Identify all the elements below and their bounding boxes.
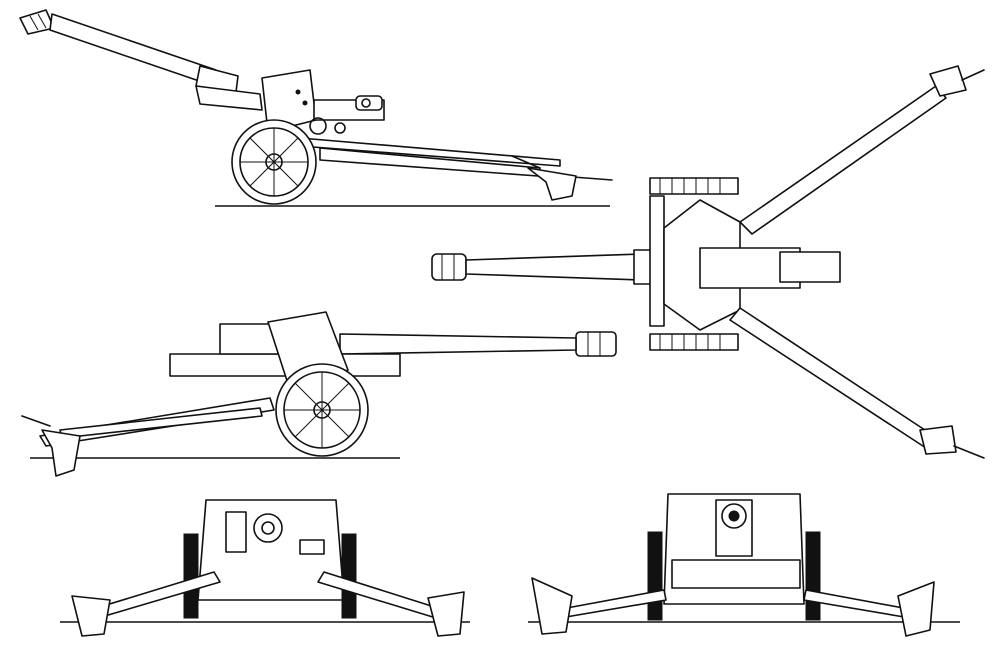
breech-block xyxy=(253,513,283,543)
wheel-left xyxy=(183,533,199,619)
trail-spade-upper xyxy=(929,65,967,97)
shield-rivet xyxy=(295,89,301,95)
axle xyxy=(649,195,665,327)
barrel xyxy=(49,13,217,85)
traverse-handwheel xyxy=(334,122,346,134)
cradle-rear xyxy=(779,251,841,283)
muzzle-brake xyxy=(575,331,617,357)
barrel xyxy=(339,333,577,355)
side-view-left xyxy=(19,9,613,207)
sight xyxy=(355,95,383,111)
trail-spade-right xyxy=(427,591,465,637)
handwheel-housing xyxy=(299,539,325,555)
trail-leg-lower xyxy=(729,307,935,449)
shield-rivet xyxy=(302,100,308,106)
wheel-top xyxy=(649,177,739,195)
trail-spade-left xyxy=(531,577,573,635)
trail-leg-upper xyxy=(739,85,947,235)
top-view xyxy=(431,65,985,459)
trail-handle xyxy=(953,445,985,459)
elevation-handwheel xyxy=(309,117,327,135)
sight xyxy=(225,511,247,553)
trail-spade xyxy=(527,167,577,201)
axle-housing xyxy=(671,559,801,589)
trail-leg-far xyxy=(59,407,263,439)
barrel xyxy=(465,253,641,281)
muzzle-brake xyxy=(19,9,55,35)
wheel-right xyxy=(805,531,821,621)
wheel-bottom xyxy=(649,333,739,351)
sight-lens xyxy=(361,98,371,108)
trail-spade xyxy=(41,429,81,477)
wheel xyxy=(275,363,369,457)
wheel xyxy=(231,119,317,205)
wheel-right xyxy=(341,533,357,619)
trail-spade-left xyxy=(71,595,111,637)
trail-spade-lower xyxy=(919,425,957,455)
cradle xyxy=(195,85,263,111)
muzzle-brake xyxy=(431,253,467,281)
spade-lever xyxy=(511,155,541,169)
front-view xyxy=(528,493,960,637)
side-view-right xyxy=(21,311,617,477)
trail-handle xyxy=(961,69,985,81)
trail-handle xyxy=(21,415,51,427)
muzzle-bore xyxy=(728,510,740,522)
wheel-left xyxy=(647,531,663,621)
breech-bore xyxy=(261,521,275,535)
rear-view xyxy=(60,499,470,637)
trail-spade-right xyxy=(897,581,935,637)
